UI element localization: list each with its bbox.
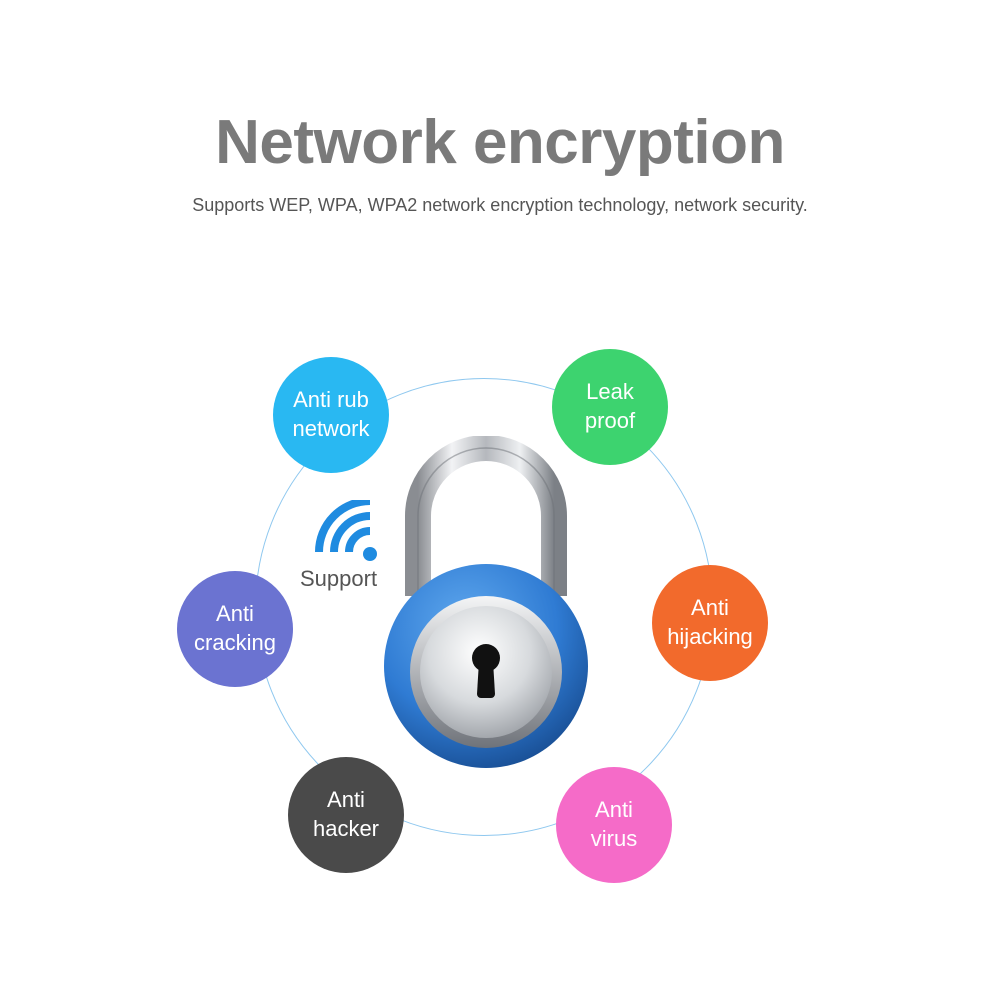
feature-line: Anti (327, 787, 365, 813)
feature-line: cracking (194, 630, 276, 655)
feature-line: Anti (691, 595, 729, 621)
feature-anti-virus: Anti virus (556, 767, 672, 883)
feature-line: Leak (586, 379, 634, 405)
feature-line: Anti rub (293, 387, 369, 413)
feature-line: hacker (312, 816, 380, 841)
wifi-icon (315, 500, 377, 561)
feature-line: Anti (595, 797, 633, 823)
feature-line: hijacking (667, 624, 753, 649)
feature-anti-cracking: Anti cracking (177, 571, 293, 687)
feature-line: Anti (216, 601, 254, 627)
support-label: Support (300, 566, 378, 591)
feature-anti-rub-network: Anti rub network (273, 357, 389, 473)
feature-line: virus (590, 826, 638, 851)
page-subtitle: Supports WEP, WPA, WPA2 network encrypti… (192, 195, 808, 215)
feature-line: proof (584, 408, 636, 433)
feature-line: network (292, 416, 370, 441)
padlock-icon (384, 436, 588, 768)
feature-anti-hijacking: Anti hijacking (652, 565, 768, 681)
page-title: Network encryption (215, 108, 785, 177)
feature-anti-hacker: Anti hacker (288, 757, 404, 873)
feature-leak-proof: Leak proof (552, 349, 668, 465)
